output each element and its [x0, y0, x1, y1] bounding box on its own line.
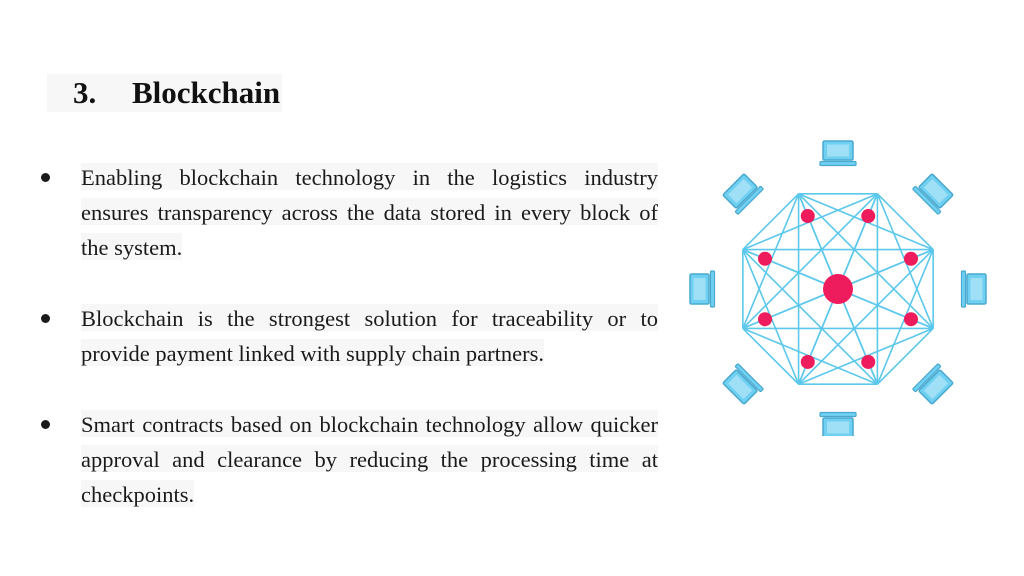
bullet-dot-icon [41, 314, 50, 323]
central-node [823, 274, 853, 304]
laptop-icon [819, 411, 857, 436]
network-link [742, 249, 878, 385]
slide-heading: 3. Blockchain [47, 74, 283, 112]
node-dot [903, 251, 918, 266]
bullet-item: Enabling blockchain technology in the lo… [38, 160, 658, 265]
heading-number: 3. [73, 75, 97, 110]
laptop-icon [960, 270, 987, 308]
network-link [876, 327, 934, 385]
bullet-item: Smart contracts based on blockchain tech… [38, 407, 658, 512]
node-dot [800, 209, 815, 224]
laptop-icon [912, 173, 954, 215]
network-link [742, 193, 878, 329]
network-link [798, 249, 934, 385]
node-dot [903, 312, 918, 327]
network-link [798, 193, 934, 329]
network-link [876, 193, 934, 251]
network-link [742, 327, 800, 385]
bullet-item: Blockchain is the strongest solution for… [38, 301, 658, 371]
node-dot [861, 209, 876, 224]
bullet-dot-icon [41, 173, 50, 182]
bullet-text: Blockchain is the strongest solution for… [81, 306, 658, 366]
node-dot [800, 354, 815, 369]
blockchain-network-icon [689, 140, 987, 436]
bullet-dot-icon [41, 420, 50, 429]
laptop-icon [912, 363, 954, 405]
bullet-text: Smart contracts based on blockchain tech… [81, 412, 658, 507]
laptop-icon [819, 140, 857, 167]
bullet-list: Enabling blockchain technology in the lo… [38, 160, 658, 512]
node-dot [758, 312, 773, 327]
node-dot [758, 251, 773, 266]
heading-title: Blockchain [132, 75, 281, 110]
bullet-text: Enabling blockchain technology in the lo… [81, 165, 658, 260]
node-dot [861, 354, 876, 369]
laptop-icon [689, 270, 716, 308]
network-link [742, 193, 800, 251]
laptop-icon [722, 363, 764, 405]
laptop-icon [722, 173, 764, 215]
